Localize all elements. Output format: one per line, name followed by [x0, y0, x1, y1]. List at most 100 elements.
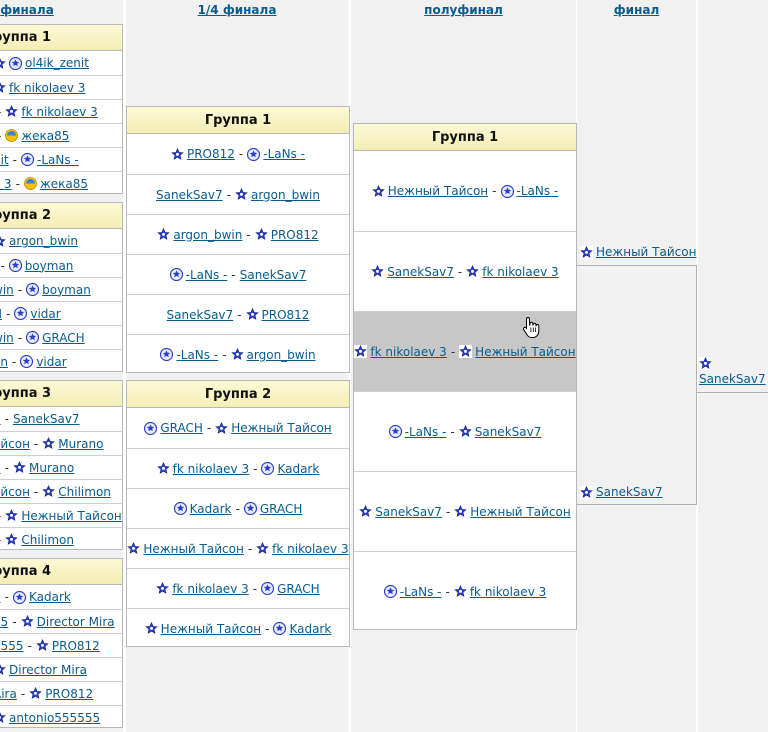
match-row[interactable]: argon_bwin-PRO812: [127, 214, 349, 254]
player-link[interactable]: -LaNs -: [404, 424, 447, 439]
player-link[interactable]: Нежный Тайсон: [470, 504, 571, 519]
player-link[interactable]: fk nikolaev 3: [272, 541, 349, 556]
match-row[interactable]: fk nikolaev 3-Нежный Тайсон: [354, 311, 576, 391]
player-link[interactable]: 7: [0, 461, 1, 475]
player-link[interactable]: PRO812: [270, 227, 319, 242]
final-slot-bottom[interactable]: SanekSav7: [580, 485, 663, 499]
match-row[interactable]: 5555-PRO812: [0, 633, 122, 657]
column-header-r16[interactable]: финала: [0, 3, 54, 17]
match-row[interactable]: antonio555555: [0, 705, 122, 729]
player-link[interactable]: Director Mira: [36, 614, 115, 629]
player-link[interactable]: PRO812: [51, 638, 100, 653]
player-link[interactable]: SanekSav7: [596, 485, 663, 499]
match-row[interactable]: Нежный Тайсон--LaNs -: [354, 151, 576, 231]
column-header-qf[interactable]: 1/4 финала: [197, 3, 277, 17]
column-header-sf[interactable]: полуфинал: [424, 3, 503, 17]
match-row[interactable]: SanekSav7-fk nikolaev 3: [354, 231, 576, 311]
player-link[interactable]: Kadark: [28, 590, 71, 604]
match-row[interactable]: fk nikolaev 3-Kadark: [127, 448, 349, 488]
player-link[interactable]: 2: [0, 590, 1, 604]
player-link[interactable]: antonio555555: [9, 710, 101, 725]
player-link[interactable]: PRO812: [261, 307, 310, 322]
player-link[interactable]: fk nikolaev 3: [370, 344, 447, 359]
match-row[interactable]: ol4ik_zenit: [0, 51, 122, 75]
final-slot-top[interactable]: Нежный Тайсон: [580, 245, 696, 259]
player-link[interactable]: vidar: [36, 354, 67, 369]
player-link[interactable]: -LaNs -: [516, 184, 559, 198]
winner-link[interactable]: SanekSav7: [699, 372, 766, 386]
player-link[interactable]: GRACH: [42, 330, 85, 345]
match-row[interactable]: l-boyman: [0, 253, 122, 277]
player-link[interactable]: PRO812: [45, 686, 94, 701]
match-row[interactable]: fk nikolaev 3: [0, 75, 122, 99]
match-row[interactable]: an-vidar: [0, 349, 122, 373]
player-link[interactable]: H: [0, 307, 2, 321]
player-link[interactable]: Нежный Тайсон: [143, 541, 244, 556]
player-link[interactable]: жека85: [39, 176, 88, 191]
match-row[interactable]: nit--LaNs -: [0, 147, 122, 171]
player-link[interactable]: boyman: [42, 282, 91, 297]
player-link[interactable]: argon_bwin: [173, 227, 243, 242]
player-link[interactable]: Murano: [28, 460, 75, 475]
match-row[interactable]: SanekSav7-Нежный Тайсон: [354, 471, 576, 551]
player-link[interactable]: -LaNs -: [37, 152, 79, 167]
player-link[interactable]: argon_bwin: [9, 234, 79, 248]
player-link[interactable]: GRACH: [160, 421, 203, 435]
player-link[interactable]: win: [0, 282, 14, 297]
match-row[interactable]: SanekSav7-PRO812: [127, 294, 349, 334]
match-row[interactable]: 55-Director Mira: [0, 609, 122, 633]
player-link[interactable]: v 3: [0, 176, 12, 191]
player-link[interactable]: Director Mira: [9, 662, 87, 677]
match-row[interactable]: SanekSav7-argon_bwin: [127, 174, 349, 214]
match-row[interactable]: Director Mira: [0, 657, 122, 681]
player-link[interactable]: nit: [0, 152, 9, 167]
player-link[interactable]: GRACH: [259, 501, 303, 516]
player-link[interactable]: 5555: [0, 638, 24, 653]
player-link[interactable]: Нежный Тайсон: [596, 245, 697, 259]
match-row[interactable]: PRO812--LaNs -: [127, 134, 349, 174]
match-row[interactable]: -LaNs --SanekSav7: [354, 391, 576, 471]
player-link[interactable]: Нежный Тайсон: [387, 184, 489, 198]
player-link[interactable]: ol4ik_zenit: [25, 56, 89, 70]
match-row[interactable]: Нежный Тайсон-fk nikolaev 3: [127, 528, 349, 568]
player-link[interactable]: SanekSav7: [156, 187, 223, 202]
player-link[interactable]: fk nikolaev 3: [172, 461, 250, 476]
player-link[interactable]: fk nikolaev 3: [482, 264, 559, 279]
match-row[interactable]: n-SanekSav7: [0, 407, 122, 431]
match-row[interactable]: Aira-PRO812: [0, 681, 122, 705]
player-link[interactable]: Chilimon: [21, 532, 74, 547]
match-row[interactable]: H-vidar: [0, 301, 122, 325]
player-link[interactable]: -LaNs -: [176, 347, 219, 362]
match-row[interactable]: GRACH-Нежный Тайсон: [127, 408, 349, 448]
player-link[interactable]: 55: [0, 614, 9, 629]
player-link[interactable]: жека85: [21, 128, 70, 143]
match-row[interactable]: -Chilimon: [0, 527, 122, 551]
player-link[interactable]: argon_bwin: [246, 347, 316, 362]
player-link[interactable]: SanekSav7: [239, 267, 307, 282]
match-row[interactable]: айсон-Chilimon: [0, 479, 122, 503]
player-link[interactable]: SanekSav7: [387, 264, 454, 279]
match-row[interactable]: -Нежный Тайсон: [0, 503, 122, 527]
player-link[interactable]: fk nikolaev 3: [9, 80, 86, 95]
player-link[interactable]: -LaNs -: [263, 147, 306, 161]
player-link[interactable]: Aira: [0, 686, 17, 701]
match-row[interactable]: v 3-жека85: [0, 171, 122, 195]
match-row[interactable]: Нежный Тайсон-Kadark: [127, 608, 349, 648]
player-link[interactable]: fk nikolaev 3: [21, 104, 98, 119]
match-row[interactable]: -fk nikolaev 3: [0, 99, 122, 123]
player-link[interactable]: SanekSav7: [166, 307, 234, 322]
player-link[interactable]: SanekSav7: [375, 504, 442, 519]
match-row[interactable]: -жека85: [0, 123, 122, 147]
player-link[interactable]: vidar: [30, 306, 61, 321]
player-link[interactable]: SanekSav7: [12, 412, 80, 426]
player-link[interactable]: Нежный Тайсон: [21, 508, 122, 523]
player-link[interactable]: Нежный Тайсон: [160, 621, 262, 636]
player-link[interactable]: Murano: [58, 436, 104, 451]
player-link[interactable]: Kadark: [277, 461, 320, 476]
winner-slot[interactable]: SanekSav7: [699, 357, 766, 386]
player-link[interactable]: n: [0, 412, 1, 426]
player-link[interactable]: -LaNs -: [399, 584, 442, 599]
player-link[interactable]: Chilimon: [58, 484, 111, 499]
player-link[interactable]: PRO812: [186, 147, 235, 161]
column-header-final[interactable]: финал: [613, 3, 660, 17]
